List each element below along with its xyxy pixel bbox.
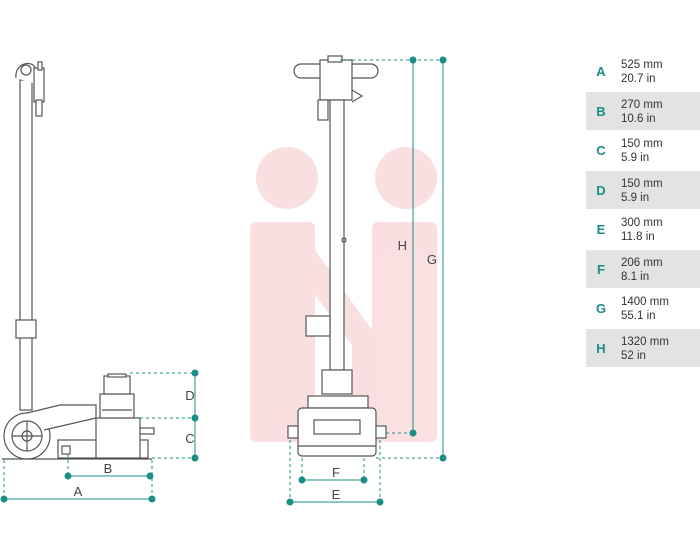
watermark-logo [250,147,437,442]
dim-label-a: A [74,484,83,499]
spec-letter: H [596,340,606,356]
spec-row-b: B 270 mm 10.6 in [586,91,700,131]
spec-letter: E [596,222,606,238]
spec-mm: 150 mm [621,138,663,150]
dim-label-e: E [332,487,341,502]
spec-inch: 20.7 in [621,73,656,85]
spec-letter: D [596,182,606,198]
dimension-letter-labels: A B C D E F G H [74,238,437,502]
spec-mm: 150 mm [621,177,663,190]
spec-row-g: G 1400 mm 55.1 in [586,289,700,329]
spec-letter: A [596,64,606,80]
dim-label-f: F [332,465,340,480]
spec-values: 525 mm 20.7 in [621,58,663,86]
spec-values: 150 mm 5.9 in [621,137,663,165]
spec-mm: 270 mm [621,98,663,111]
spec-letter: F [597,261,605,277]
spec-row-e: E 300 mm 11.8 in [586,210,700,250]
spec-values: 150 mm 5.9 in [621,177,663,205]
dim-label-g: G [427,252,437,267]
spec-values: 206 mm 8.1 in [621,256,663,284]
dimension-lines [0,56,447,506]
spec-inch: 11.8 in [621,231,655,243]
spec-values: 1400 mm 55.1 in [621,295,669,323]
spec-mm: 300 mm [621,217,663,229]
dim-label-h: H [398,238,407,253]
spec-inch: 8.1 in [621,270,650,283]
spec-mm: 206 mm [621,256,663,269]
spec-row-h: H 1320 mm 52 in [586,328,700,368]
dim-label-d: D [185,388,194,403]
spec-letter: C [596,143,606,159]
spec-inch: 52 in [621,349,646,362]
spec-letter: B [596,103,606,119]
spec-letter: G [595,301,607,317]
spec-values: 1320 mm 52 in [621,335,669,363]
spec-inch: 5.9 in [621,191,650,204]
spec-mm: 1400 mm [621,296,669,308]
dimension-spec-table: A 525 mm 20.7 in B 270 mm 10.6 in C 150 … [586,52,700,368]
spec-values: 270 mm 10.6 in [621,98,663,126]
spec-mm: 525 mm [621,59,663,71]
spec-inch: 10.6 in [621,112,656,125]
jack-front-view [287,55,387,457]
spec-row-d: D 150 mm 5.9 in [586,170,700,210]
spec-inch: 55.1 in [621,310,656,322]
spec-mm: 1320 mm [621,335,669,348]
spec-row-a: A 525 mm 20.7 in [586,52,700,92]
spec-values: 300 mm 11.8 in [621,216,663,244]
spec-row-c: C 150 mm 5.9 in [586,131,700,171]
spec-inch: 5.9 in [621,152,650,164]
dim-label-b: B [104,461,113,476]
dim-label-c: C [185,431,194,446]
spec-row-f: F 206 mm 8.1 in [586,249,700,289]
jack-side-view [2,61,155,460]
